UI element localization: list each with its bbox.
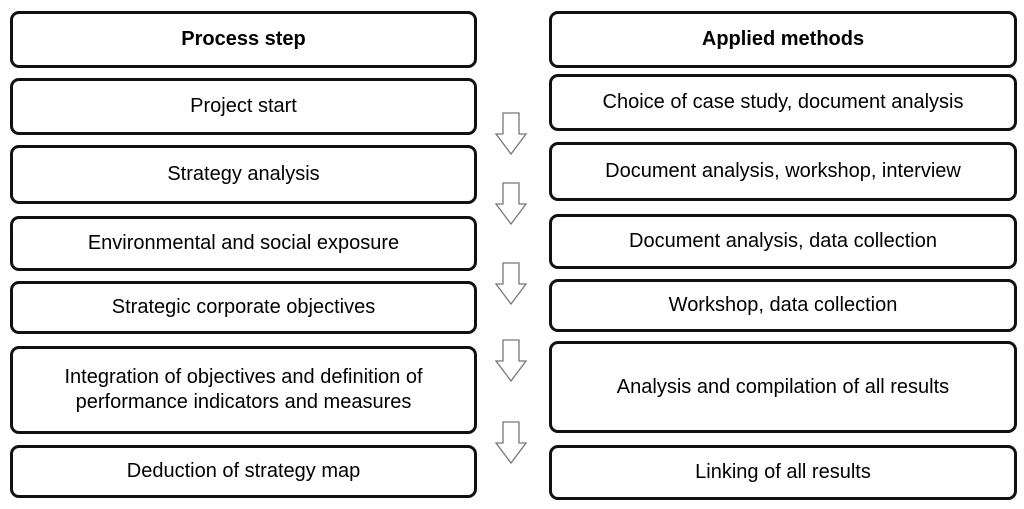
- process-step-box: Strategy analysis: [10, 145, 477, 204]
- down-arrow-icon: [494, 339, 528, 383]
- applied-method-label: Document analysis, workshop, interview: [605, 160, 961, 182]
- applied-method-label: Choice of case study, document analysis: [602, 91, 964, 113]
- process-step-label: Integration of objectives and definition…: [64, 366, 423, 413]
- applied-method-box: Analysis and compilation of all results: [549, 341, 1017, 433]
- applied-method-box: Document analysis, data collection: [549, 214, 1017, 269]
- down-arrow-icon: [494, 182, 528, 226]
- applied-method-label: Analysis and compilation of all results: [616, 375, 950, 398]
- applied-methods-header-label: Applied methods: [701, 28, 865, 50]
- process-step-box: Deduction of strategy map: [10, 445, 477, 498]
- applied-method-box: Document analysis, workshop, interview: [549, 142, 1017, 201]
- applied-method-label: Document analysis, data collection: [629, 230, 937, 252]
- process-step-label: Environmental and social exposure: [87, 232, 400, 254]
- applied-method-box: Choice of case study, document analysis: [549, 74, 1017, 131]
- down-arrow-icon: [494, 421, 528, 465]
- applied-methods-header: Applied methods: [549, 11, 1017, 68]
- applied-method-box: Linking of all results: [549, 445, 1017, 500]
- applied-method-box: Workshop, data collection: [549, 279, 1017, 332]
- process-step-label: Project start: [190, 95, 297, 117]
- down-arrow-icon: [494, 262, 528, 306]
- process-step-header-label: Process step: [181, 28, 306, 50]
- applied-method-label: Linking of all results: [695, 461, 871, 483]
- process-step-label: Deduction of strategy map: [126, 460, 361, 482]
- process-step-box: Project start: [10, 78, 477, 135]
- process-step-box: Integration of objectives and definition…: [10, 346, 477, 434]
- process-step-box: Strategic corporate objectives: [10, 281, 477, 334]
- process-step-label: Strategic corporate objectives: [111, 296, 376, 318]
- process-step-box: Environmental and social exposure: [10, 216, 477, 271]
- down-arrow-icon: [494, 112, 528, 156]
- process-step-header: Process step: [10, 11, 477, 68]
- process-step-label: Strategy analysis: [167, 163, 320, 185]
- applied-method-label: Workshop, data collection: [668, 294, 898, 316]
